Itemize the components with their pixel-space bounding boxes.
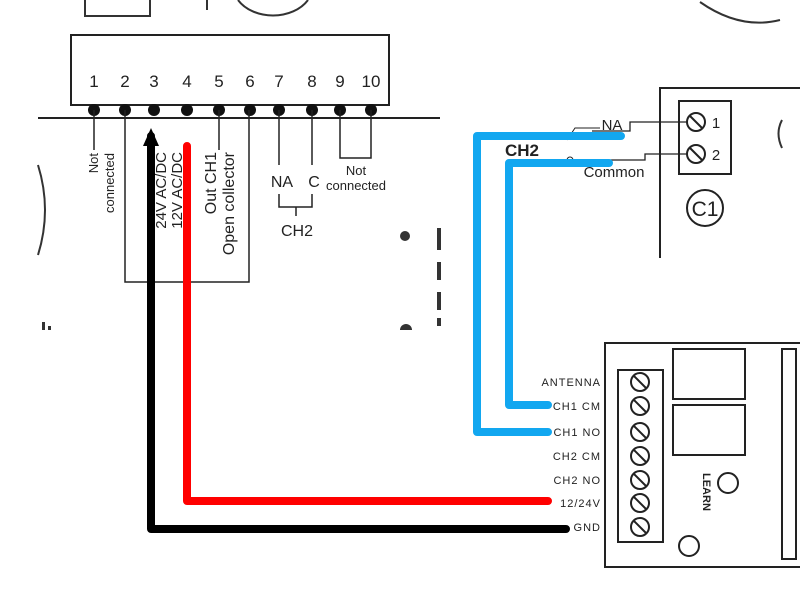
ch1-cm-wire	[505, 159, 613, 409]
dash-fragment	[42, 322, 45, 330]
terminal-2pin-body	[678, 100, 732, 175]
receiver-led	[678, 535, 700, 557]
screw-slot-ch1-cm	[633, 399, 647, 413]
terminal-block-body	[70, 34, 390, 106]
terminal-label-ch1-cm: CH1 CM	[553, 401, 601, 413]
ch1-no-wire	[473, 132, 625, 436]
pin-number-3: 3	[149, 72, 158, 91]
ground-wire-arrowhead	[143, 128, 159, 146]
module-outline	[659, 87, 800, 258]
receiver-terminals: ANTENNA CH1 CM CH1 NO CH2 CM CH2 NO 12/24V GND	[541, 372, 650, 537]
c-label: C	[308, 174, 320, 191]
na-label: NA	[271, 174, 294, 191]
right-arc-fragment	[777, 119, 783, 149]
terminal-label-12-24v: 12/24V	[560, 498, 601, 510]
dash-fragment	[437, 292, 441, 310]
screw-slot-gnd	[633, 520, 647, 534]
top-arc-fragment	[237, 0, 309, 17]
receiver-edge-rail	[781, 348, 797, 560]
receiver-board: ANTENNA CH1 CM CH1 NO CH2 CM CH2 NO 12/24V GND…	[541, 342, 800, 568]
terminal-pin-1: 1	[712, 115, 720, 132]
module-common-label: Common	[584, 164, 645, 181]
terminal-label-ch2-no: CH2 NO	[553, 475, 601, 487]
open-collector-label: Open collector	[221, 151, 238, 255]
not-connected-bracket	[339, 110, 372, 159]
pin-dot-6	[244, 104, 256, 116]
ch2-terminal-module: 1 2 C1 NA Common CH2	[505, 87, 800, 258]
pin-number-2: 2	[120, 72, 129, 91]
ground-wire	[147, 132, 570, 533]
screw-slot-ch1-no	[633, 425, 647, 439]
screw-2-slot	[689, 147, 703, 161]
screw-slot-12-24v	[633, 496, 647, 510]
half-dot-fragment	[400, 324, 412, 330]
pin-number-1: 1	[89, 72, 98, 91]
learn-label: LEARN	[700, 473, 712, 511]
terminal-label-ch1-no: CH1 NO	[553, 427, 601, 439]
not-connected-label-line2: connected	[326, 178, 386, 193]
ch2-group-label: CH2	[281, 223, 313, 240]
c1-label: C1	[692, 198, 719, 221]
pin-number-7: 7	[274, 72, 283, 91]
power-wire	[183, 142, 552, 505]
pin-number-4: 4	[182, 72, 191, 91]
screw-slot-ch2-cm	[633, 449, 647, 463]
learn-button[interactable]	[717, 472, 739, 494]
not-connected-label-line1: Not	[346, 163, 367, 178]
top-bracket-fragment	[84, 0, 151, 17]
terminal-label-gnd: GND	[574, 522, 601, 534]
pin1-label-line2: connected	[102, 153, 117, 213]
wires	[143, 128, 625, 533]
power-label-12v: 12V AC/DC	[169, 152, 186, 229]
dash-fragment	[437, 262, 441, 280]
pin-number-5: 5	[214, 72, 223, 91]
screw-slot-ch2-no	[633, 473, 647, 487]
pin-number-9: 9	[335, 72, 344, 91]
pin-dot-3	[148, 104, 160, 116]
top-right-arc-fragment	[699, 1, 781, 24]
pin1-label-line1: Not	[86, 153, 101, 174]
screw-slot-antenna	[633, 375, 647, 389]
module-na-label: NA	[602, 117, 623, 134]
c1-badge	[686, 189, 724, 227]
dot-fragment	[400, 231, 410, 241]
out-ch1-label: Out CH1	[203, 152, 220, 214]
terminal-label-antenna: ANTENNA	[541, 377, 601, 389]
dashed-fragments	[42, 228, 441, 330]
pin-number-8: 8	[307, 72, 316, 91]
left-arc-fragment	[37, 164, 46, 256]
pin-number-6: 6	[245, 72, 254, 91]
power-label-24v: 24V AC/DC	[153, 152, 170, 229]
pin-number-10: 10	[362, 72, 381, 91]
dash-fragment	[437, 228, 441, 250]
terminal-label-ch2-cm: CH2 CM	[553, 451, 601, 463]
dash-fragment	[48, 326, 51, 330]
background-fragments	[37, 0, 783, 256]
module-ch2-label: CH2	[505, 141, 539, 160]
relay-1	[672, 348, 746, 400]
ch2-group-bracket	[278, 194, 313, 208]
pin-dot-4	[181, 104, 193, 116]
dash-fragment	[437, 318, 441, 326]
terminal-pin-2: 2	[712, 147, 720, 164]
na-lead	[592, 121, 687, 132]
relay-2	[672, 404, 746, 456]
screw-1-slot	[689, 115, 703, 129]
